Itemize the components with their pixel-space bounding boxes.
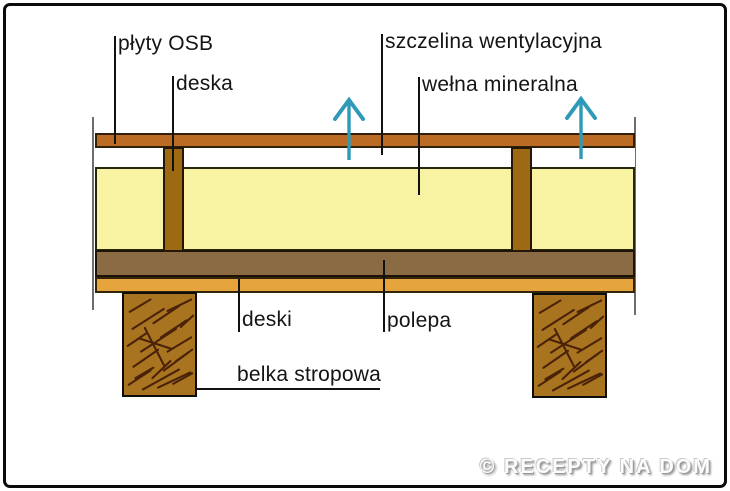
label-belka-stropowa: belka stropowa <box>237 363 382 386</box>
beam-grain-texture <box>126 298 195 391</box>
spacer-board-right <box>511 147 532 252</box>
section-cut-line-left <box>92 117 94 310</box>
layer-polepa-clay <box>95 250 635 277</box>
airflow-arrow-right <box>565 95 597 159</box>
ceiling-beam-left <box>122 292 197 397</box>
leader-line-deska <box>172 76 174 171</box>
label-deska: deska <box>176 72 234 95</box>
label-polepa: polepa <box>387 309 452 332</box>
layer-ventilation-gap <box>95 148 635 167</box>
ceiling-beam-right <box>532 293 607 398</box>
layer-osb-board <box>95 133 635 148</box>
airflow-arrow-left <box>333 96 365 160</box>
leader-line-szczelina <box>381 34 383 155</box>
layer-mineral-wool <box>95 167 635 251</box>
watermark-recepty-na-dom: © RECEPTY NA DOM <box>479 456 712 478</box>
leader-line-polepa <box>383 260 385 332</box>
section-cut-line-right <box>634 117 636 315</box>
leader-line-plyty-osb <box>114 36 116 144</box>
label-deski: deski <box>242 308 293 331</box>
layer-deski-boards <box>95 277 635 293</box>
leader-line-welna <box>418 77 420 195</box>
label-plyty-osb: płyty OSB <box>118 32 214 55</box>
label-szczelina-wentylacyjna: szczelina wentylacyjna <box>385 30 602 53</box>
leader-line-belka <box>197 388 380 390</box>
leader-line-deski <box>238 279 240 332</box>
beam-grain-texture <box>536 299 605 392</box>
label-welna-mineralna: wełna mineralna <box>422 73 578 96</box>
